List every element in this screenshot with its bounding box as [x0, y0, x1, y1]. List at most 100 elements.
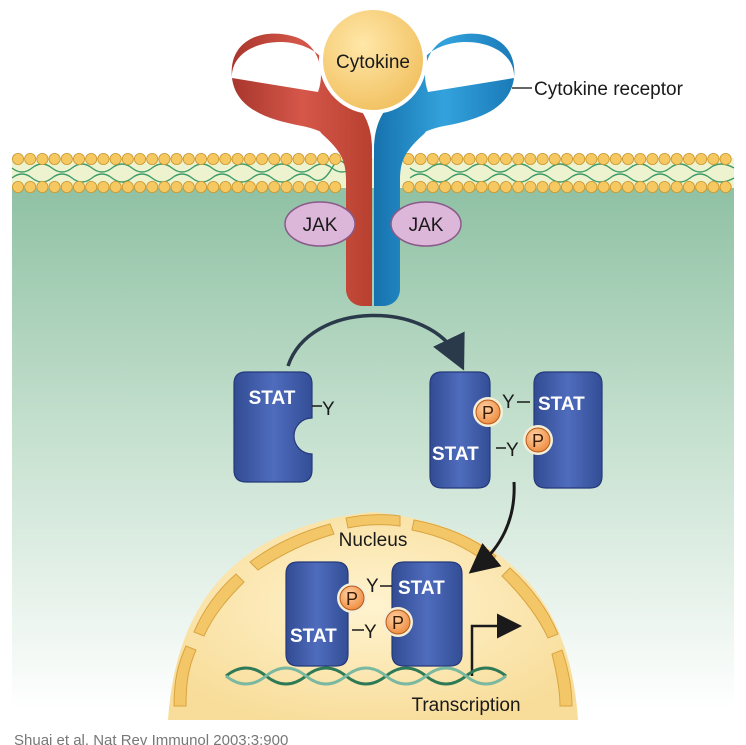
lipid-head — [24, 152, 37, 165]
lipid-head — [170, 152, 183, 165]
lipid-head — [243, 180, 256, 193]
nuclear-tyrosine-2: Y — [364, 622, 377, 643]
nuclear-translocation-arrow — [468, 481, 516, 574]
citation: Shuai et al. Nat Rev Immunol 2003;3:900 — [14, 732, 288, 745]
phosphate-2 — [525, 427, 551, 453]
phosphate-2-label: P — [532, 431, 544, 451]
lipid-head — [646, 180, 659, 193]
dimer-tyrosine-1: Y — [502, 392, 515, 413]
lipid-head — [292, 152, 305, 165]
nuclear-stat-left-label: STAT — [290, 626, 337, 647]
lipid-head — [573, 152, 586, 165]
dimer-tyrosine-2: Y — [506, 440, 519, 461]
lipid-head — [329, 152, 342, 165]
lipid-head — [231, 180, 244, 193]
lipid-head — [170, 180, 183, 193]
lipid-head — [548, 180, 561, 193]
lipid-head — [85, 180, 98, 193]
lipid-head — [695, 180, 708, 193]
lipid-head — [268, 180, 281, 193]
lipid-head — [646, 152, 659, 165]
lipid-head — [24, 180, 37, 193]
lipid-head — [109, 152, 122, 165]
lipid-head — [414, 152, 427, 165]
dimer-stat-left-label: STAT — [432, 444, 479, 465]
lipid-head — [548, 152, 561, 165]
lipid-head — [463, 180, 476, 193]
lipid-head — [11, 152, 24, 165]
lipid-head — [438, 152, 451, 165]
phosphate-1 — [475, 399, 501, 425]
jak-right — [390, 201, 462, 247]
lipid-head — [48, 152, 61, 165]
jak-left-label: JAK — [303, 215, 338, 236]
lipid-head — [255, 180, 268, 193]
lipid-head — [499, 180, 512, 193]
lipid-head — [158, 180, 171, 193]
phosphate-1-label: P — [482, 403, 494, 423]
lipid-head — [219, 180, 232, 193]
lipid-head — [622, 180, 635, 193]
lipid-head — [622, 152, 635, 165]
lipid-head — [451, 180, 464, 193]
lipid-head — [426, 180, 439, 193]
lipid-head — [475, 152, 488, 165]
lipid-head — [207, 180, 220, 193]
cytokine-label: Cytokine — [336, 52, 410, 73]
lipid-head — [499, 152, 512, 165]
lipid-head — [11, 180, 24, 193]
lipid-head — [194, 180, 207, 193]
dna-helix — [225, 666, 507, 686]
lipid-head — [73, 180, 86, 193]
lipid-head — [475, 180, 488, 193]
transcription-start-arrow — [470, 613, 522, 676]
nuclear-phosphate-2 — [385, 609, 411, 635]
dimer-stat-right-label: STAT — [538, 394, 585, 415]
lipid-head — [719, 152, 732, 165]
phosphorylation-arrow — [286, 313, 465, 371]
lipid-head — [609, 152, 622, 165]
lipid-head — [182, 152, 195, 165]
lipid-head — [304, 180, 317, 193]
lipid-head — [133, 152, 146, 165]
lipid-head — [658, 152, 671, 165]
lipid-head — [536, 152, 549, 165]
lipid-head — [658, 180, 671, 193]
nuclear-stat-right-label: STAT — [398, 578, 445, 599]
lipid-head — [402, 180, 415, 193]
lipid-head — [304, 152, 317, 165]
lipid-head — [683, 180, 696, 193]
lipid-head — [280, 180, 293, 193]
lipid-head — [426, 152, 439, 165]
nuclear-phosphate-2-label: P — [392, 613, 404, 633]
nuclear-phosphate-1 — [339, 585, 365, 611]
lipid-head — [255, 152, 268, 165]
lipid-head — [487, 152, 500, 165]
lipid-head — [487, 180, 500, 193]
lipid-head — [36, 152, 49, 165]
lipid-head — [634, 152, 647, 165]
lipid-head — [524, 152, 537, 165]
lipid-head — [463, 152, 476, 165]
lipid-head — [536, 180, 549, 193]
lipid-head — [707, 180, 720, 193]
lipid-head — [207, 152, 220, 165]
lipid-head — [194, 152, 207, 165]
lipid-head — [60, 180, 73, 193]
lipid-head — [512, 152, 525, 165]
lipid-head — [585, 152, 598, 165]
stat-dimer-nucleus: P P Y STAT STAT Y — [285, 561, 463, 667]
lipid-head — [60, 152, 73, 165]
stat-monomer: STAT Y — [233, 371, 335, 483]
lipid-head — [158, 152, 171, 165]
lipid-head — [243, 152, 256, 165]
lipid-head — [73, 152, 86, 165]
lipid-head — [597, 180, 610, 193]
lipid-head — [316, 180, 329, 193]
lipid-head — [182, 180, 195, 193]
lipid-head — [231, 152, 244, 165]
lipid-head — [146, 152, 159, 165]
lipid-head — [683, 152, 696, 165]
lipid-head — [707, 152, 720, 165]
